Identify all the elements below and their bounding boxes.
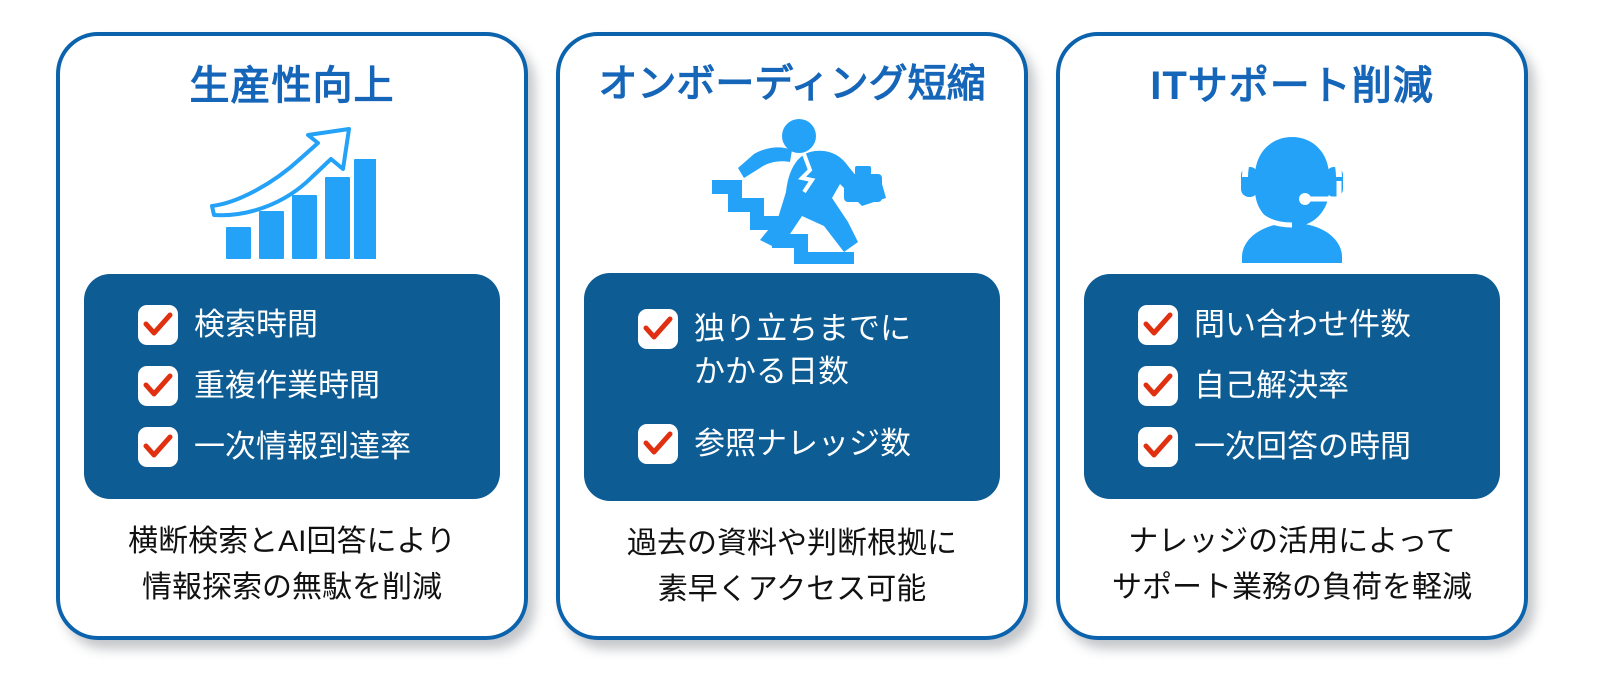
- checklist-item[interactable]: 自己解決率: [1094, 355, 1490, 416]
- growth-bar-chart-arrow-icon: [78, 116, 506, 268]
- checkbox-checked-icon: [1138, 366, 1178, 406]
- card-caption: 横断検索とAI回答により 情報探索の無駄を削減: [128, 525, 456, 604]
- headset-support-agent-icon: [1078, 116, 1506, 268]
- checkbox-checked-icon: [1138, 305, 1178, 345]
- checkbox-checked-icon: [138, 305, 178, 345]
- benefit-card-productivity[interactable]: 生産性向上 検: [56, 32, 528, 640]
- metrics-panel: 問い合わせ件数 自己解決率 一次回答の時間: [1084, 274, 1500, 499]
- checklist-item-label: 検索時間: [194, 307, 318, 342]
- benefit-card-it-support[interactable]: ITサポート削減: [1056, 32, 1528, 640]
- checklist-item[interactable]: 参照ナレッジ数: [594, 402, 990, 474]
- metrics-panel: 検索時間 重複作業時間 一次情報到達率: [84, 274, 500, 499]
- checklist-item[interactable]: 一次情報到達率: [94, 416, 490, 477]
- checkbox-checked-icon: [638, 423, 678, 464]
- checklist-item-label: 独り立ちまでに かかる日数: [694, 310, 911, 389]
- checklist-item-label: 自己解決率: [1194, 368, 1349, 403]
- metrics-panel: 独り立ちまでに かかる日数 参照ナレッジ数: [584, 272, 1000, 501]
- card-caption: 過去の資料や判断根拠に 素早くアクセス可能: [627, 526, 957, 606]
- checkbox-checked-icon: [638, 308, 678, 349]
- card-title: 生産性向上: [189, 64, 395, 108]
- checklist-item[interactable]: 問い合わせ件数: [1094, 294, 1490, 355]
- checklist-item[interactable]: 検索時間: [94, 294, 490, 355]
- checklist-item-label: 重複作業時間: [194, 368, 380, 403]
- checklist-item[interactable]: 重複作業時間: [94, 355, 490, 416]
- businessman-running-up-stairs-icon: [578, 115, 1006, 267]
- checklist-item[interactable]: 独り立ちまでに かかる日数: [594, 298, 990, 402]
- checklist-item-label: 参照ナレッジ数: [694, 425, 911, 461]
- checklist-item-label: 一次情報到達率: [194, 429, 411, 464]
- checklist-item-label: 問い合わせ件数: [1194, 307, 1411, 342]
- checklist-item-label: 一次回答の時間: [1194, 429, 1411, 464]
- checkbox-checked-icon: [1138, 427, 1178, 467]
- card-title: オンボーディング短縮: [598, 63, 986, 106]
- checkbox-checked-icon: [138, 427, 178, 467]
- card-title: ITサポート削減: [1150, 64, 1434, 108]
- checkbox-checked-icon: [138, 366, 178, 406]
- checklist-item[interactable]: 一次回答の時間: [1094, 416, 1490, 477]
- card-caption: ナレッジの活用によって サポート業務の負荷を軽減: [1112, 525, 1472, 604]
- benefit-card-onboarding[interactable]: オンボーディング短縮: [556, 32, 1028, 640]
